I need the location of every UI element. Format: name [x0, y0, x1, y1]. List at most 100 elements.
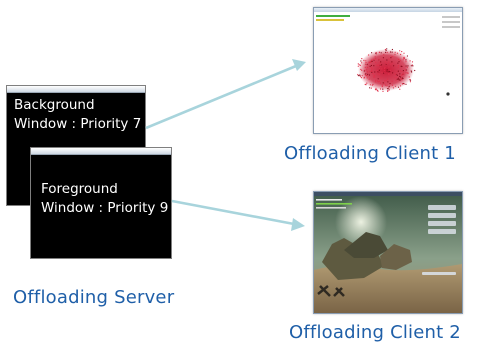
game-hud-bar [316, 207, 346, 209]
particle [371, 52, 373, 54]
particle [401, 83, 404, 85]
particle [402, 70, 404, 72]
particle [406, 55, 408, 57]
particle [394, 85, 397, 87]
particle [414, 69, 416, 72]
particle [381, 86, 383, 88]
particle [361, 69, 363, 71]
particle [366, 82, 368, 84]
particle [384, 67, 386, 69]
particle [386, 51, 388, 53]
particle [384, 48, 386, 51]
particle [369, 84, 371, 86]
background-window-titlebar [7, 86, 145, 93]
particle [386, 88, 389, 90]
particle [377, 81, 379, 83]
particle [357, 75, 359, 77]
game-rubble [380, 244, 412, 270]
particle [399, 79, 401, 81]
client2-window [313, 191, 463, 314]
client2-game-view [314, 192, 462, 313]
particle [360, 68, 362, 70]
particle [397, 66, 399, 68]
particle [392, 72, 394, 74]
particle [379, 82, 381, 84]
particle [368, 78, 370, 80]
client1-hud-line [316, 19, 344, 21]
particle [408, 76, 410, 78]
particle [376, 69, 378, 71]
client1-marker-icon [446, 92, 450, 96]
arrow-to-client1 [145, 64, 297, 130]
particle [398, 79, 400, 81]
particle [369, 87, 371, 89]
particle [389, 82, 391, 85]
particle [385, 49, 387, 52]
particle [386, 63, 388, 65]
particle [375, 81, 377, 83]
particle [371, 69, 373, 71]
particle [361, 75, 363, 77]
particle [384, 61, 387, 63]
particle [385, 51, 387, 54]
particle [402, 77, 404, 80]
particle [374, 76, 376, 78]
particle [393, 65, 395, 67]
particle [405, 83, 407, 85]
particle [371, 59, 373, 62]
particle [392, 87, 394, 89]
particle [371, 60, 373, 62]
game-titlebar [314, 192, 462, 196]
particle [368, 54, 370, 56]
particle [377, 80, 379, 82]
particle [357, 65, 359, 67]
particle [379, 73, 381, 76]
particle [396, 76, 398, 78]
particle [377, 78, 379, 80]
particle [385, 80, 387, 82]
particle [366, 71, 369, 73]
particle [388, 61, 390, 63]
particle [389, 51, 392, 53]
particle [386, 48, 388, 50]
particle [409, 79, 411, 81]
particle [370, 87, 372, 89]
particle [403, 73, 405, 75]
client1-side-panel [442, 26, 460, 28]
particle-speckles [357, 48, 416, 92]
particle [391, 62, 393, 64]
particle [378, 64, 380, 66]
particle [388, 88, 390, 90]
particle [397, 86, 400, 88]
particle [401, 78, 403, 80]
particle [389, 71, 391, 73]
particle [371, 71, 373, 73]
particle [369, 65, 371, 67]
particle [379, 68, 381, 70]
arrow-head-client1 [292, 59, 306, 71]
particle [377, 73, 379, 75]
particle [375, 61, 377, 64]
particle [401, 73, 403, 75]
particle [374, 71, 376, 73]
particle [375, 87, 377, 89]
particle [359, 74, 361, 76]
particle [402, 57, 405, 59]
background-window-line2: Window : Priority 7 [14, 116, 142, 132]
client1-titlebar [314, 8, 462, 12]
particle [407, 65, 409, 67]
particle [380, 61, 382, 63]
particle [378, 69, 380, 71]
particle [405, 72, 407, 74]
particle [397, 62, 399, 64]
particle [360, 77, 362, 79]
particle [399, 50, 401, 52]
particle [380, 52, 382, 54]
game-slider [422, 272, 456, 275]
particle [387, 81, 389, 83]
particle [369, 70, 371, 72]
particle [361, 62, 363, 64]
particle [399, 88, 401, 90]
particle [364, 69, 366, 71]
